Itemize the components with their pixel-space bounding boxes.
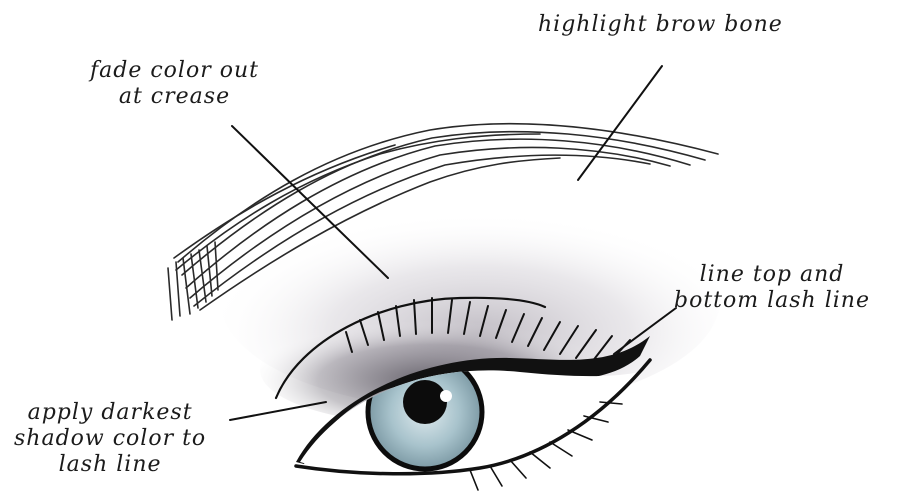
label-highlight-text: highlight brow bone (538, 12, 783, 38)
label-shadow-line1: apply darkest (14, 400, 206, 426)
label-shadow-line2: shadow color to (14, 426, 206, 452)
label-shadow-line3: lash line (14, 452, 206, 478)
label-line-lash: line top and bottom lash line (674, 262, 870, 314)
label-apply-darkest-shadow: apply darkest shadow color to lash line (14, 400, 206, 478)
pointer-brow (578, 66, 662, 180)
label-highlight-brow-bone: highlight brow bone (538, 12, 783, 38)
label-fade-color-crease: fade color out at crease (90, 58, 259, 110)
pupil (403, 380, 447, 424)
label-crease-line1: fade color out (90, 58, 259, 84)
eye-highlight (440, 390, 452, 402)
label-lash-line1: line top and (674, 262, 870, 288)
label-lash-line2: bottom lash line (674, 288, 870, 314)
pointer-shadow (230, 402, 326, 420)
label-crease-line2: at crease (90, 84, 259, 110)
